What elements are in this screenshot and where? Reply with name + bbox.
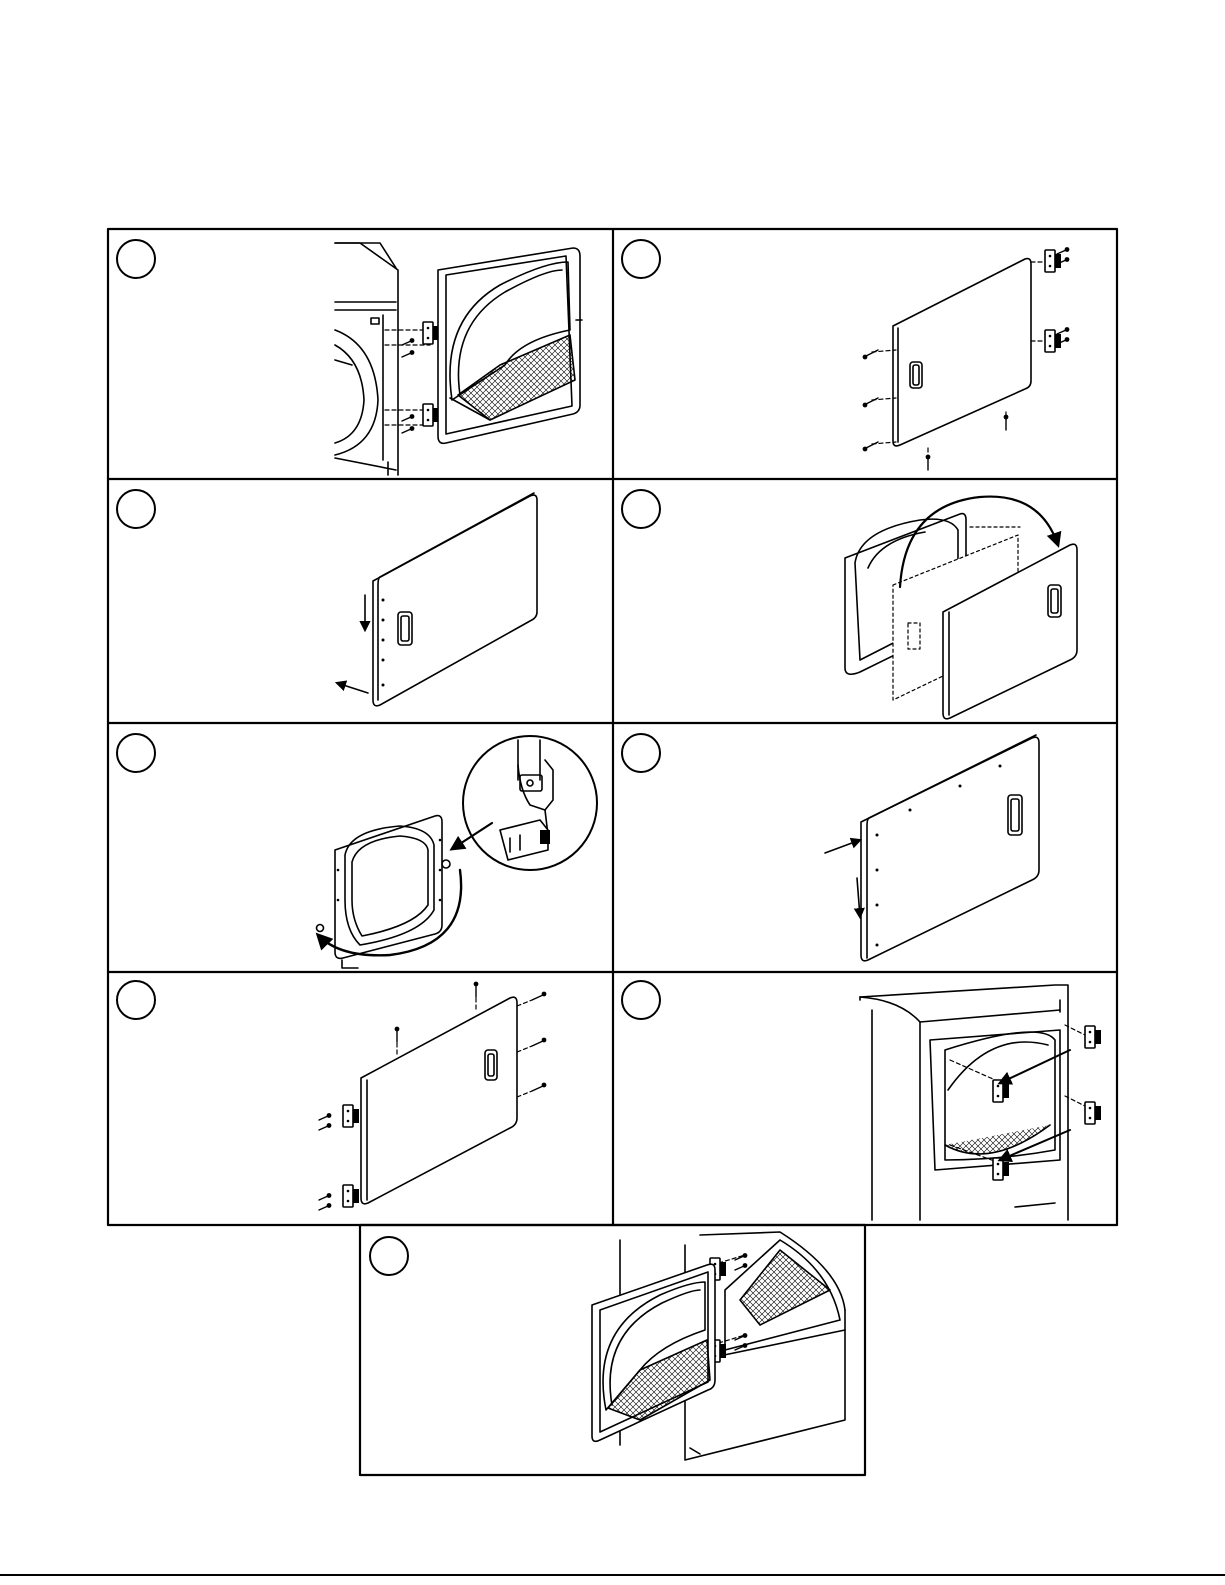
step-2-circle bbox=[622, 240, 660, 278]
step-1-circle bbox=[117, 240, 155, 278]
step-4-circle bbox=[622, 490, 660, 528]
door-screws-removal-illustration bbox=[863, 247, 1070, 470]
door-panel-reassemble-illustration bbox=[825, 735, 1039, 961]
door-panel-slide-illustration bbox=[337, 493, 537, 706]
door-panel-flip-illustration bbox=[845, 497, 1077, 719]
door-hinge-removal-illustration bbox=[335, 243, 582, 475]
cabinet-hinge-plates-illustration bbox=[860, 985, 1101, 1220]
footer-rule bbox=[0, 1574, 1225, 1576]
step-9-circle bbox=[370, 1237, 408, 1275]
step-5-circle bbox=[117, 734, 155, 772]
door-reinstall-illustration bbox=[592, 1232, 845, 1460]
step-6-circle bbox=[622, 734, 660, 772]
door-hinge-install-illustration bbox=[319, 982, 546, 1210]
step-7-circle bbox=[117, 981, 155, 1019]
step-3-circle bbox=[117, 490, 155, 528]
door-latch-strike-illustration bbox=[317, 736, 598, 968]
step-8-circle bbox=[622, 981, 660, 1019]
